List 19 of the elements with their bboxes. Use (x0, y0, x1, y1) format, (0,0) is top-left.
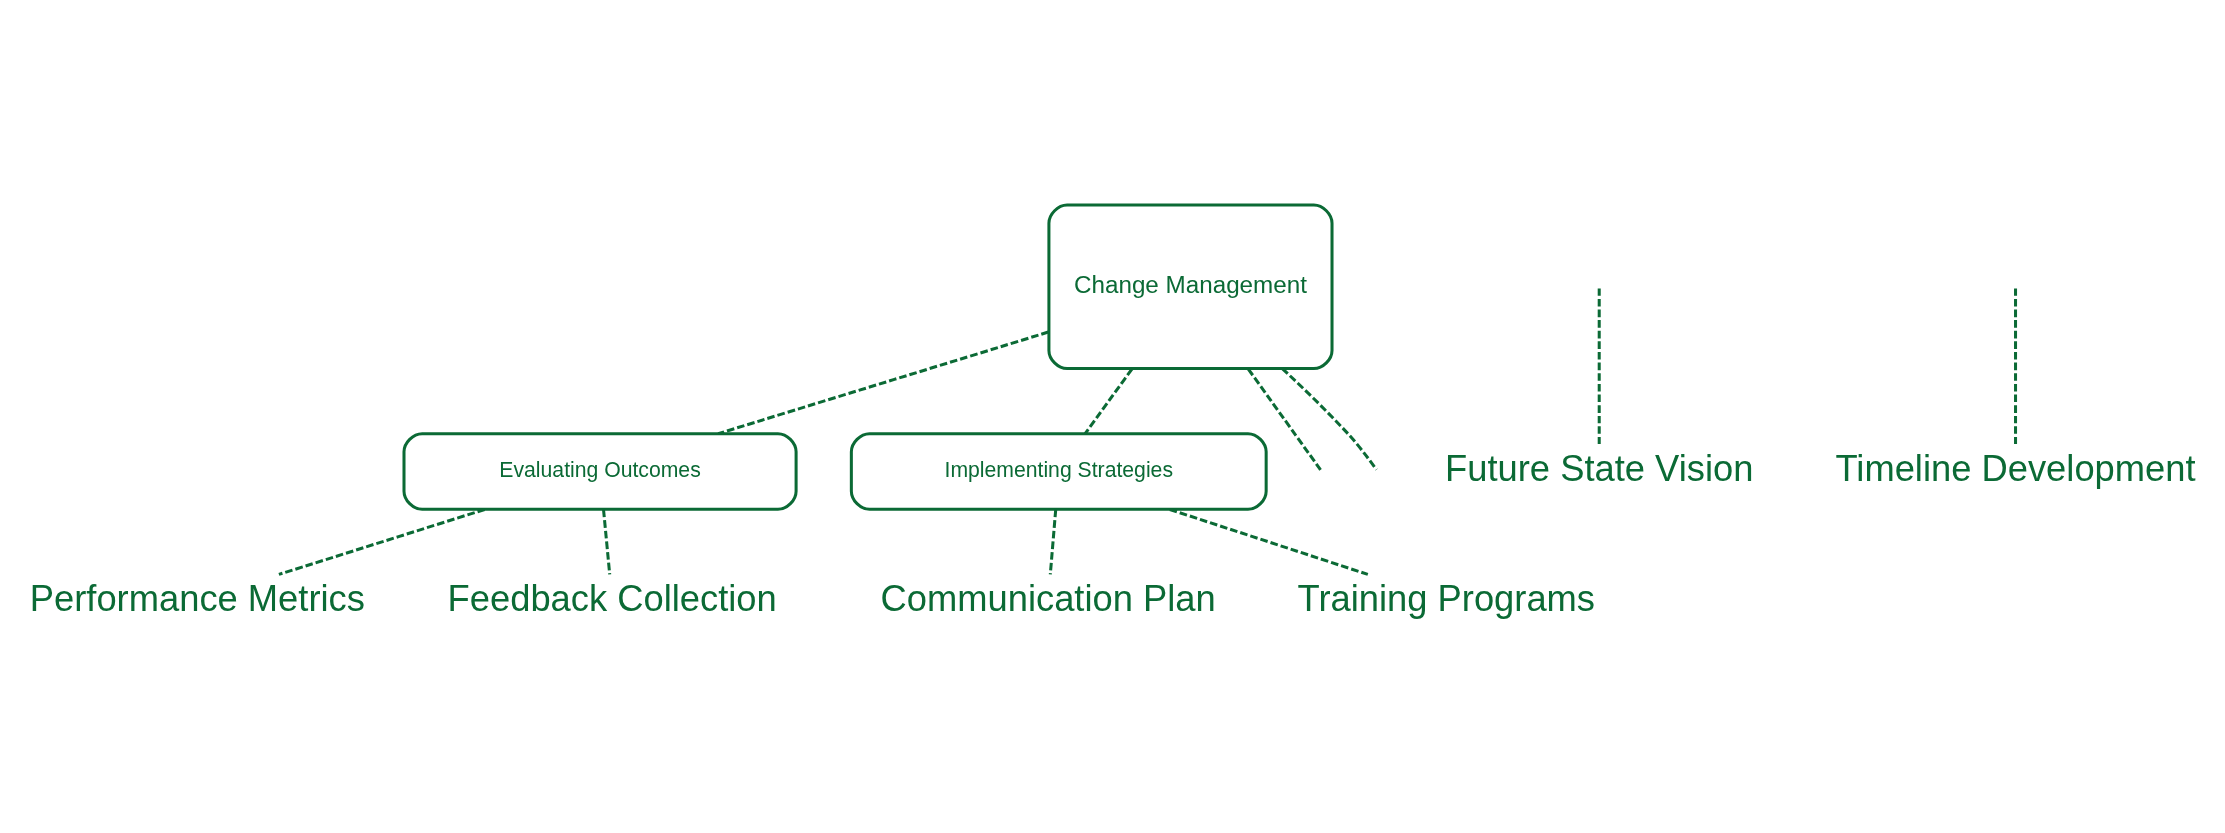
connector (1597, 287, 1601, 444)
node-text: Training Programs (1297, 577, 1596, 619)
connector (1083, 367, 1134, 434)
connector (278, 507, 486, 576)
node-box: Change Management (1047, 203, 1334, 370)
node-box: Implementing Strategies (849, 431, 1268, 511)
connector (1048, 509, 1058, 574)
node-text: Timeline Development (1835, 447, 2196, 489)
node-text: Performance Metrics (29, 577, 365, 619)
node-text: Feedback Collection (447, 577, 777, 619)
connector (717, 330, 1049, 435)
connector (602, 509, 612, 574)
connector (1281, 367, 1378, 471)
node-box: Evaluating Outcomes (402, 431, 798, 511)
node-text: Future State Vision (1445, 447, 1754, 489)
connector (1247, 367, 1322, 471)
connector (2014, 287, 2018, 444)
connector (1169, 507, 1369, 576)
node-text: Communication Plan (880, 577, 1216, 619)
